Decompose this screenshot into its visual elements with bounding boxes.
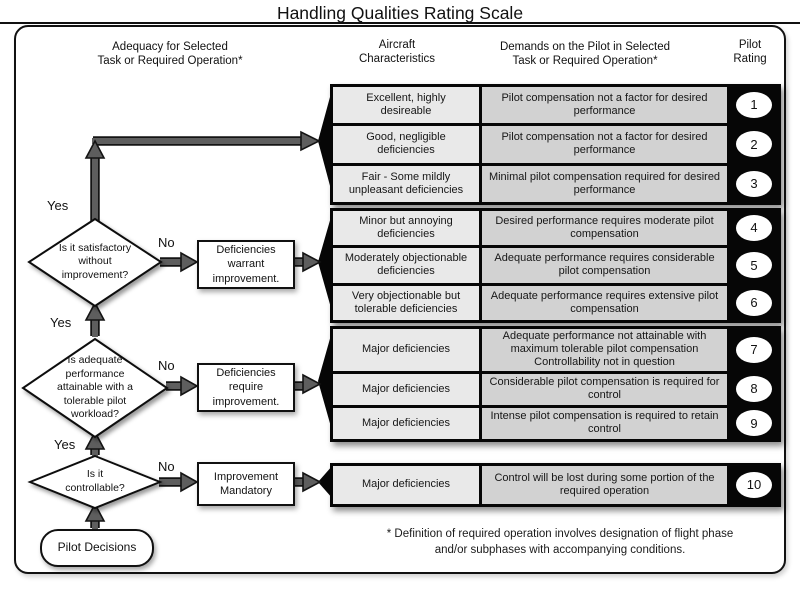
pilot-demands-cell: Minimal pilot compensation required for … [482,165,727,202]
rating-cell: 7 [730,329,778,371]
aircraft-characteristics-cell: Major deficiencies [333,407,479,439]
table-row: Major deficiencies Control will be lost … [333,466,778,504]
yes-label: Yes [47,198,69,213]
rating-circle: 4 [736,215,772,242]
action-box-improvement-mandatory: Improvement Mandatory [197,462,295,506]
yes-label: Yes [54,437,76,452]
table-row: Moderately objectionable deficiencies Ad… [333,248,778,283]
rating-cell: 8 [730,373,778,405]
rating-circle: 6 [736,289,772,316]
page-title: Handling Qualities Rating Scale [276,3,524,23]
decision-question: Is it satisfactory without improvement? [58,241,132,281]
start-node-pilot-decisions: Pilot Decisions [40,529,154,567]
rating-cell: 1 [730,87,778,124]
rating-circle: 3 [736,170,772,197]
rating-cell: 3 [730,165,778,202]
rating-circle: 2 [736,131,772,158]
rating-circle: 7 [736,336,772,363]
action-box-warrant-improvement: Deficiencies warrant improvement. [197,240,295,289]
table-row: Minor but annoying deficiencies Desired … [333,211,778,246]
rating-cell: 10 [730,466,778,504]
aircraft-characteristics-cell: Very objectionable but tolerable deficie… [333,285,479,320]
header-pilot-demands: Demands on the Pilot in Selected Task or… [499,41,671,68]
table-row: Major deficiencies Adequate performance … [333,329,778,371]
pilot-demands-cell: Pilot compensation not a factor for desi… [482,87,727,124]
pilot-demands-cell: Adequate performance requires extensive … [482,285,727,320]
header-adequacy: Adequacy for Selected Task or Required O… [97,41,243,68]
title-underline [0,22,800,24]
rating-circle: 8 [736,376,772,403]
table-row: Major deficiencies Intense pilot compens… [333,407,778,439]
pilot-demands-cell: Pilot compensation not a factor for desi… [482,126,727,163]
decision-question: Is adequate performance attainable with … [57,353,133,421]
rating-band-4-6: Minor but annoying deficiencies Desired … [330,208,781,323]
rating-cell: 6 [730,285,778,320]
rating-circle: 5 [736,252,772,279]
aircraft-characteristics-cell: Excellent, highly desireable [333,87,479,124]
rating-circle: 9 [736,410,772,437]
aircraft-characteristics-cell: Major deficiencies [333,466,479,504]
rating-cell: 4 [730,211,778,246]
no-label: No [158,358,175,373]
yes-label: Yes [50,315,72,330]
pilot-demands-cell: Adequate performance not attainable with… [482,329,727,371]
rating-band-7-9: Major deficiencies Adequate performance … [330,326,781,442]
aircraft-characteristics-cell: Minor but annoying deficiencies [333,211,479,246]
header-pilot-rating: Pilot Rating [733,39,767,66]
aircraft-characteristics-cell: Major deficiencies [333,329,479,371]
aircraft-characteristics-cell: Moderately objectionable deficiencies [333,248,479,283]
rating-cell: 9 [730,407,778,439]
table-row: Excellent, highly desireable Pilot compe… [333,87,778,124]
action-box-require-improvement: Deficiencies require improvement. [197,363,295,412]
header-aircraft-characteristics: Aircraft Characteristics [358,39,436,66]
table-row: Major deficiencies Considerable pilot co… [333,373,778,405]
pilot-demands-cell: Desired performance requires moderate pi… [482,211,727,246]
no-label: No [158,459,175,474]
no-label: No [158,235,175,250]
rating-band-10: Major deficiencies Control will be lost … [330,463,781,507]
table-row: Good, negligible deficiencies Pilot comp… [333,126,778,163]
pilot-demands-cell: Control will be lost during some portion… [482,466,727,504]
pilot-demands-cell: Intense pilot compensation is required t… [482,407,727,439]
rating-cell: 5 [730,248,778,283]
pilot-demands-cell: Adequate performance requires considerab… [482,248,727,283]
table-row: Very objectionable but tolerable deficie… [333,285,778,320]
aircraft-characteristics-cell: Good, negligible deficiencies [333,126,479,163]
rating-circle: 10 [736,472,772,498]
table-row: Fair - Some mildly unpleasant deficienci… [333,165,778,202]
decision-question: Is it controllable? [65,468,125,494]
pilot-demands-cell: Considerable pilot compensation is requi… [482,373,727,405]
aircraft-characteristics-cell: Major deficiencies [333,373,479,405]
aircraft-characteristics-cell: Fair - Some mildly unpleasant deficienci… [333,165,479,202]
footnote: * Definition of required operation invol… [386,528,734,556]
rating-cell: 2 [730,126,778,163]
rating-circle: 1 [736,92,772,119]
rating-band-1-3: Excellent, highly desireable Pilot compe… [330,84,781,205]
